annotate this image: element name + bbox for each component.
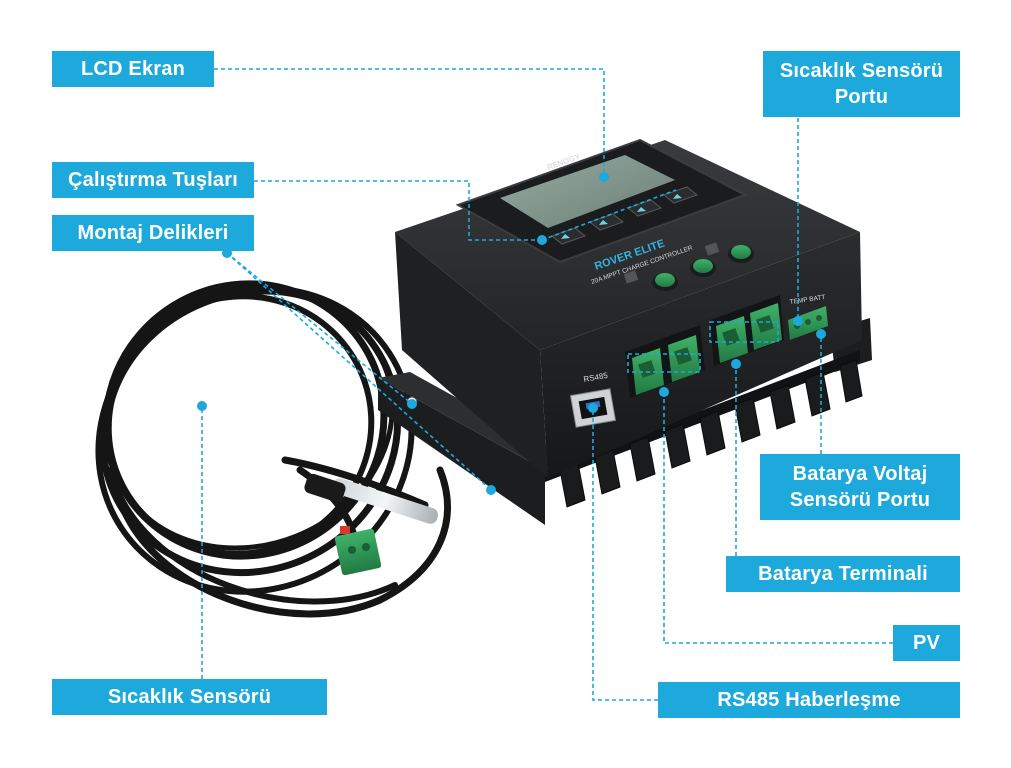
model-text: ROVER ELITE <box>593 238 666 273</box>
dot-temp-sensor-top <box>197 401 207 411</box>
dot-battery <box>731 359 741 369</box>
temp-batt-text: TEMP BATT <box>789 294 826 306</box>
leader-buttons <box>254 180 542 241</box>
lcd-buttons <box>550 186 699 245</box>
dot-volt-port <box>816 329 826 339</box>
leader-rs485 <box>592 408 658 701</box>
pv-terminals <box>625 325 705 398</box>
sensor-ports: TEMP BATT <box>788 294 828 340</box>
leader-lcd <box>214 68 605 177</box>
label-temp-port-line2: Portu <box>834 86 889 108</box>
dot-temp-port <box>793 316 803 326</box>
leader-holes-2 <box>226 252 492 491</box>
leader-battery <box>726 364 737 575</box>
label-temperature-sensor-port: Sıcaklık Sensörü Portu <box>763 51 960 117</box>
label-temperature-sensor: Sıcaklık Sensörü <box>52 679 327 715</box>
label-battery-terminal: Batarya Terminali <box>726 556 960 592</box>
label-pv: PV <box>893 625 960 661</box>
brand-text: RENOGY <box>546 152 582 172</box>
label-battery-voltage-sensor-port: Batarya Voltaj Sensörü Portu <box>760 454 960 520</box>
leader-holes-1 <box>226 252 413 405</box>
dot-lcd <box>599 172 609 182</box>
mounting-hole <box>406 396 418 408</box>
dot-hole-1 <box>407 399 417 409</box>
rs485-port-text: RS485 <box>583 371 609 384</box>
dot-buttons <box>537 235 547 245</box>
temperature-sensor-cable <box>95 280 451 618</box>
label-operation-buttons: Çalıştırma Tuşları <box>52 162 254 198</box>
lcd-screen <box>500 155 675 228</box>
dot-rs485 <box>588 403 598 413</box>
dot-pv <box>659 387 669 397</box>
model-subtitle: 20A MPPT CHARGE CONTROLLER <box>590 244 694 285</box>
battery-terminals <box>710 295 784 366</box>
sensor-plug <box>334 526 382 576</box>
label-lcd-screen: LCD Ekran <box>52 51 214 87</box>
label-rs485-communication: RS485 Haberleşme <box>658 682 960 718</box>
temperature-probe <box>304 473 438 524</box>
label-volt-port-line1: Batarya Voltaj <box>792 463 928 485</box>
dot-hole-2 <box>486 485 496 495</box>
front-buttons <box>623 242 754 291</box>
box-battery <box>709 321 779 343</box>
label-mounting-holes: Montaj Delikleri <box>52 215 254 251</box>
box-pv <box>627 353 701 373</box>
label-volt-port-line2: Sensörü Portu <box>789 489 931 511</box>
rs485-port: RS485 <box>569 371 617 428</box>
label-temp-port-line1: Sıcaklık Sensörü <box>779 60 944 82</box>
